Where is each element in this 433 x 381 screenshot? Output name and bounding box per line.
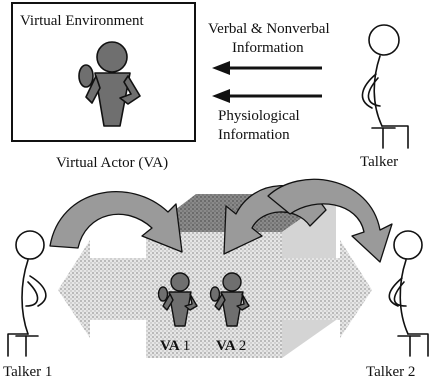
shared-virtual-space <box>58 194 372 358</box>
right-wide-arrow <box>282 240 372 338</box>
physiological-info-arrow <box>212 89 322 103</box>
left-wide-arrow <box>58 240 146 338</box>
virtual-actor-figure <box>78 41 141 127</box>
virtual-environment-title: Virtual Environment <box>20 13 144 29</box>
talker2-label: Talker 2 <box>366 364 415 380</box>
talker2-figure <box>388 230 429 357</box>
physiological-info-label-line1: Physiological <box>218 108 300 124</box>
va2-figure <box>209 272 250 327</box>
curved-arrow-left <box>49 191 183 253</box>
physiological-info-label-line2: Information <box>218 127 290 143</box>
talker1-label: Talker 1 <box>3 364 52 380</box>
va1-figure <box>157 272 198 327</box>
virtual-actor-caption: Virtual Actor (VA) <box>56 155 168 171</box>
va2-label-prefix: VA <box>216 338 236 354</box>
talker-label: Talker <box>360 154 398 170</box>
verbal-info-label-line2: Information <box>232 40 304 56</box>
talker-figure <box>361 24 409 149</box>
top-panel: Virtual Environment Virtual Actor (VA) V… <box>11 2 409 171</box>
verbal-info-label-line1: Verbal & Nonverbal <box>208 21 330 37</box>
va1-label-prefix: VA <box>160 338 180 354</box>
va1-label-number: 1 <box>183 338 191 354</box>
curved-arrow-right <box>267 178 393 263</box>
talker1-figure <box>7 230 47 357</box>
verbal-info-arrow <box>212 61 322 75</box>
va2-label-number: 2 <box>239 338 247 354</box>
